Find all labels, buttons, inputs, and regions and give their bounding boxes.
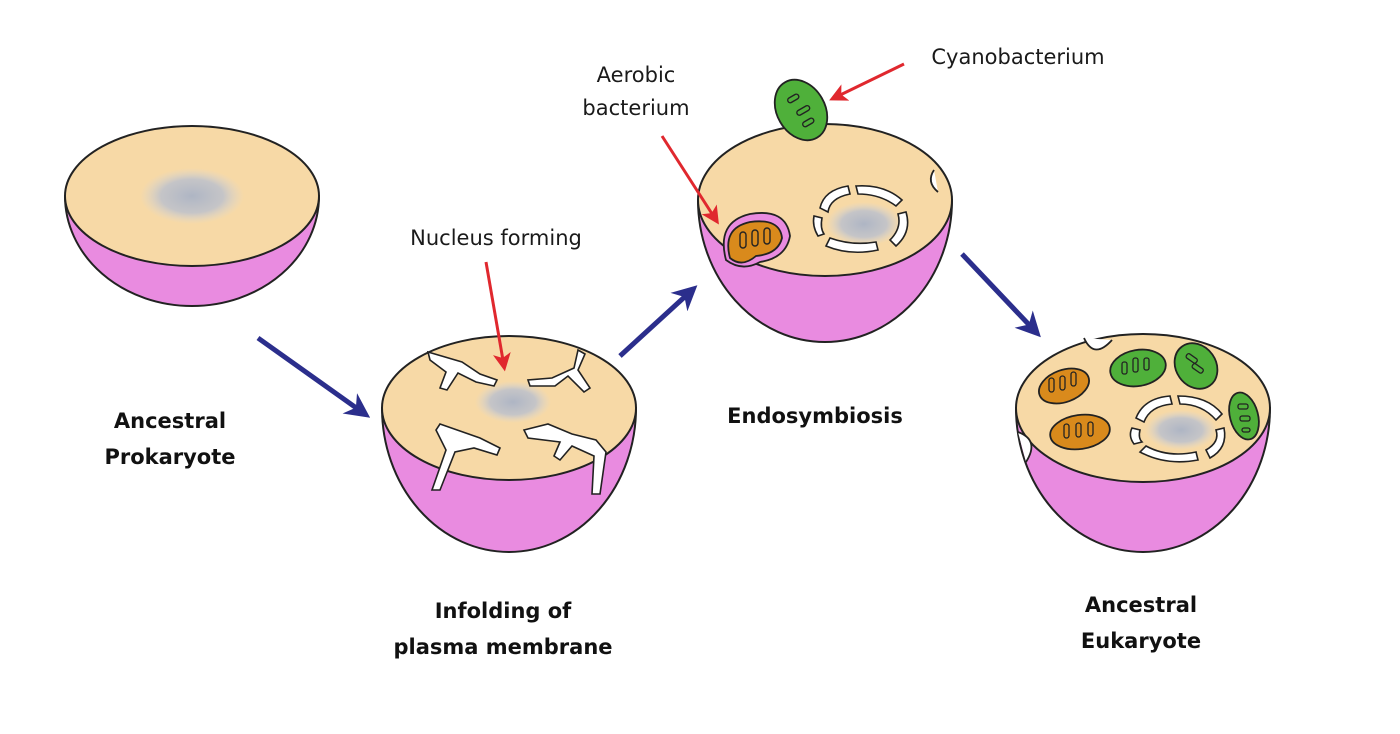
process-arrow-3 — [960, 252, 1041, 338]
prokaryote-nucleoid — [140, 168, 244, 224]
eukaryote-mitochondrion-1 — [1038, 367, 1090, 405]
nucleus-forming-label: Nucleus forming — [410, 226, 582, 250]
endosymbiosis-label: Endosymbiosis — [727, 404, 903, 428]
process-arrows — [256, 252, 1041, 418]
process-arrow-2 — [618, 285, 698, 358]
membrane-infoldings — [426, 348, 607, 495]
eukaryote-chloroplast-3 — [1228, 391, 1260, 441]
aerobic-label-line1: Aerobic — [597, 63, 676, 87]
eukaryote-chloroplast-1 — [1109, 348, 1167, 388]
process-arrow-1 — [256, 335, 371, 418]
pointer-arrows — [484, 62, 905, 372]
forming-nucleus — [475, 381, 551, 423]
aerobic-label-line2: bacterium — [582, 96, 689, 120]
cyanobacterium-label: Cyanobacterium — [931, 45, 1104, 69]
prokaryote-cell — [63, 125, 321, 307]
nuclear-envelope-fragments — [812, 184, 909, 254]
eukaryote-label-line1: Ancestral — [1085, 593, 1197, 617]
eukaryote-mitochondrion-2 — [1049, 413, 1111, 451]
aerobic-bacterium-mitochondrion — [727, 220, 783, 264]
infolding-cell — [380, 335, 638, 553]
eukaryote-cell — [1014, 333, 1272, 553]
eukaryote-label-line2: Eukaryote — [1081, 629, 1201, 653]
infolding-label-line2: plasma membrane — [393, 635, 612, 659]
aerobic-pointer-arrow — [660, 135, 719, 225]
annotation-labels: Nucleus forming Aerobic bacterium Cyanob… — [410, 45, 1104, 250]
prokaryote-label-line2: Prokaryote — [104, 445, 235, 469]
eukaryote-nucleus — [1145, 410, 1217, 450]
stage-labels: Ancestral Prokaryote Infolding of plasma… — [104, 404, 1201, 659]
cyano-pointer-arrow — [829, 62, 905, 101]
eukaryote-nuclear-envelope — [1129, 395, 1226, 463]
eukaryote-chloroplast-2 — [1173, 342, 1219, 390]
prokaryote-label-line1: Ancestral — [114, 409, 226, 433]
nucleus-pointer-arrow — [484, 261, 511, 372]
infolding-label-line1: Infolding of — [435, 599, 572, 623]
endosymbiosis-nucleus — [826, 202, 902, 246]
cyanobacterium — [773, 78, 829, 142]
endosymbiosis-cell — [696, 123, 954, 343]
